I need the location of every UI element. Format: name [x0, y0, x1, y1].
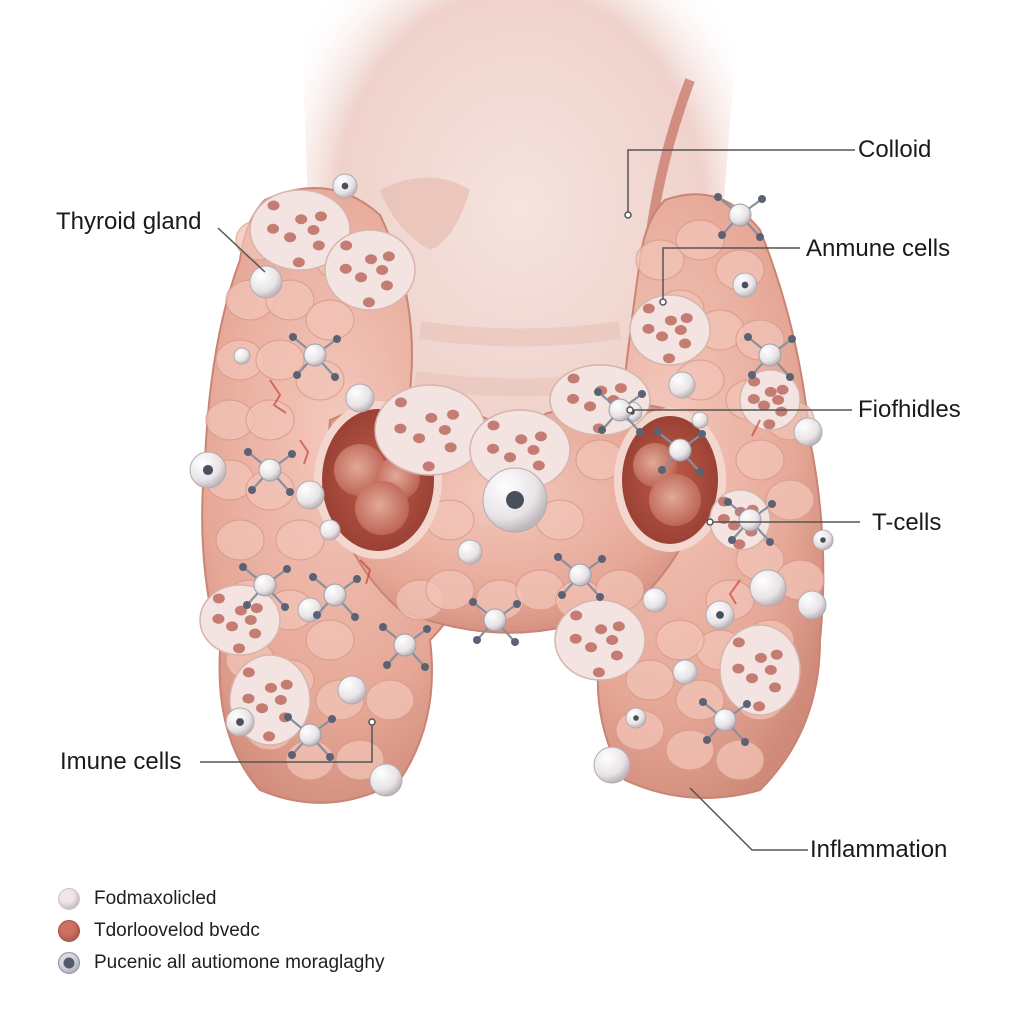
leader-lines — [200, 149, 860, 851]
leader-thyroid-gland — [217, 227, 266, 273]
label-t-cells: T-cells — [872, 509, 942, 536]
legend-label: Fodmaxolicled — [94, 888, 217, 909]
legend-item-pucenic: Pucenic all autiomone moraglaghy — [58, 950, 384, 976]
red-sphere-icon — [58, 920, 80, 942]
label-inflammation: Inflammation — [810, 836, 948, 863]
lobule-texture — [205, 209, 825, 781]
inflammation-streaks — [269, 379, 761, 605]
follicle-cavity-right — [614, 408, 726, 552]
leader-anmune-cells — [662, 247, 800, 302]
t-cell-structures — [239, 193, 796, 761]
label-fiofhidles: Fiofhidles — [858, 396, 961, 423]
leader-colloid — [627, 149, 855, 215]
legend-label: Tdorloovelod bvedc — [94, 920, 260, 941]
immune-cell-sphere-icon — [58, 952, 80, 974]
legend-label: Pucenic all autiomone moraglaghy — [94, 952, 385, 973]
light-sphere-icon — [58, 888, 80, 910]
label-imune-cells: Imune cells — [60, 748, 182, 775]
label-thyroid-gland: Thyroid gland — [56, 208, 202, 235]
label-anmune-cells: Anmune cells — [806, 235, 951, 262]
legend-item-fodmaxolicled: Fodmaxolicled — [58, 886, 217, 912]
leader-inflammation — [689, 787, 808, 851]
legend-item-tdorloovelod: Tdorloovelod bvedc — [58, 918, 260, 944]
immune-cells — [189, 173, 834, 797]
label-colloid: Colloid — [858, 136, 932, 163]
leader-imune-cells — [200, 722, 373, 763]
